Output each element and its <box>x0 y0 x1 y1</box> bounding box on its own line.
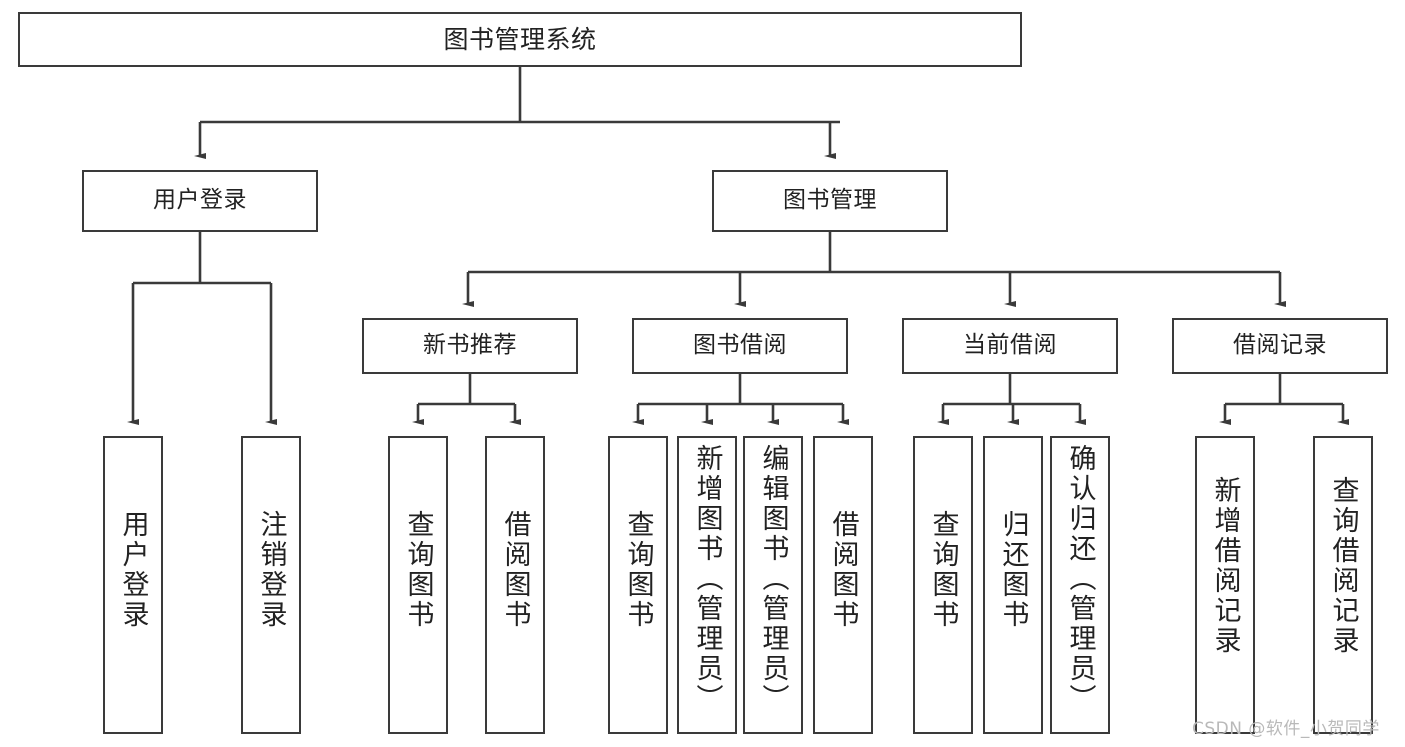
leaf-return-book[interactable]: 归还图书 <box>983 436 1043 734</box>
node-book-borrow[interactable]: 图书借阅 <box>632 318 848 374</box>
leaf-edit-book-admin[interactable]: 编辑图书（管理员） <box>743 436 803 734</box>
leaf-borrow-query-book[interactable]: 查询图书 <box>608 436 668 734</box>
node-new-book-recommend[interactable]: 新书推荐 <box>362 318 578 374</box>
leaf-user-login[interactable]: 用户登录 <box>103 436 163 734</box>
node-book-management[interactable]: 图书管理 <box>712 170 948 232</box>
node-root-system[interactable]: 图书管理系统 <box>18 12 1022 67</box>
node-label: 确认归还（管理员） <box>1064 444 1096 714</box>
node-label: 借阅记录 <box>1233 332 1327 359</box>
node-label: 新书推荐 <box>423 332 517 359</box>
leaf-query-borrow-record[interactable]: 查询借阅记录 <box>1313 436 1373 734</box>
csdn-watermark: CSDN @软件_小贺同学 <box>1192 719 1380 739</box>
node-label: 查询图书 <box>927 510 959 630</box>
node-label: 新增借阅记录 <box>1209 476 1241 656</box>
node-label: 图书借阅 <box>693 332 787 359</box>
node-label: 查询图书 <box>622 510 654 630</box>
node-label: 图书管理 <box>783 187 877 214</box>
node-label: 借阅图书 <box>827 510 859 630</box>
node-label: 查询借阅记录 <box>1327 476 1359 656</box>
node-label: 用户登录 <box>117 510 149 630</box>
leaf-confirm-return-admin[interactable]: 确认归还（管理员） <box>1050 436 1110 734</box>
node-label: 图书管理系统 <box>443 24 597 54</box>
node-label: 用户登录 <box>153 187 247 214</box>
leaf-new-query-book[interactable]: 查询图书 <box>388 436 448 734</box>
node-label: 当前借阅 <box>963 332 1057 359</box>
node-current-borrow[interactable]: 当前借阅 <box>902 318 1118 374</box>
node-label: 编辑图书（管理员） <box>757 444 789 714</box>
node-user-login[interactable]: 用户登录 <box>82 170 318 232</box>
node-borrow-records[interactable]: 借阅记录 <box>1172 318 1388 374</box>
node-label: 注销登录 <box>255 510 287 630</box>
node-label: 借阅图书 <box>499 510 531 630</box>
leaf-add-book-admin[interactable]: 新增图书（管理员） <box>677 436 737 734</box>
leaf-borrow-book[interactable]: 借阅图书 <box>813 436 873 734</box>
leaf-logout[interactable]: 注销登录 <box>241 436 301 734</box>
leaf-current-query-book[interactable]: 查询图书 <box>913 436 973 734</box>
leaf-new-borrow-book[interactable]: 借阅图书 <box>485 436 545 734</box>
leaf-add-borrow-record[interactable]: 新增借阅记录 <box>1195 436 1255 734</box>
node-label: 新增图书（管理员） <box>691 444 723 714</box>
node-label: 归还图书 <box>997 510 1029 630</box>
node-label: 查询图书 <box>402 510 434 630</box>
